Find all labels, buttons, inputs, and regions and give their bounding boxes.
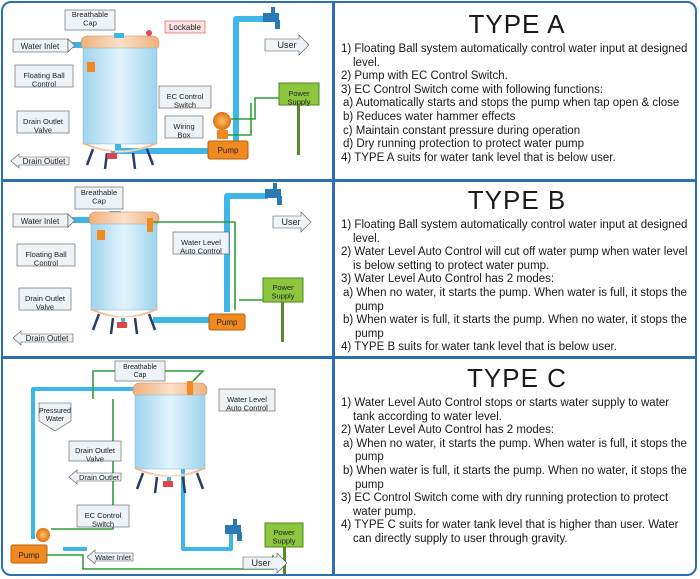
floating-ball-icon: [87, 62, 95, 72]
type-c-panel: TYPE C 1) Water Level Auto Control stops…: [341, 363, 693, 547]
type-b-title: TYPE B: [467, 185, 567, 215]
type-a-list: 1) Floating Ball system automatically co…: [341, 43, 693, 165]
ec-switch-icon: [213, 112, 231, 130]
tap-icon: [265, 183, 282, 205]
type-a-title: TYPE A: [468, 9, 566, 39]
list-item: 3) EC Control Switch come with dry runni…: [341, 492, 669, 518]
tap-icon: [225, 519, 242, 541]
gravity-pipe: [181, 469, 233, 551]
tank-base: [91, 308, 157, 318]
type-a-panel: TYPE A 1) Floating Ball system automatic…: [341, 9, 693, 165]
vertical-separator: [332, 3, 335, 574]
tank-base: [135, 467, 205, 477]
list-subitem: a) Automatically starts and stops the pu…: [343, 97, 680, 110]
user-riser-pipe: [224, 193, 268, 312]
label-lockable: Lockable: [169, 23, 202, 32]
pump-base: [10, 544, 48, 564]
list-item: 1) Floating Ball system automatically co…: [341, 43, 688, 69]
label-user: User: [251, 558, 270, 568]
label-pump: Pump: [218, 146, 239, 155]
list-item: 1) Floating Ball system automatically co…: [341, 219, 688, 245]
list-item: 2) Water Level Auto Control will cut off…: [341, 246, 688, 272]
label-drain-outlet: Drain Outlet: [23, 157, 66, 166]
list-subitem: b) When water is full, it starts the pum…: [343, 314, 687, 340]
tank-base: [83, 142, 157, 153]
list-subitem: c) Maintain constant pressure during ope…: [343, 124, 581, 137]
user-riser-pipe: [233, 16, 265, 145]
label-water-inlet: Water Inlet: [21, 217, 60, 226]
type-b-list: 1) Floating Ball system automatically co…: [341, 219, 693, 355]
label-pump: Pump: [19, 551, 40, 560]
list-item: 1) Water Level Auto Control stops or sta…: [341, 397, 670, 423]
list-subitem: b) When water is full, it starts the pum…: [343, 464, 687, 491]
label-user: User: [281, 217, 300, 227]
list-item: 2) Pump with EC Control Switch.: [341, 70, 508, 83]
power-supply-box: [262, 277, 304, 303]
label-drain-outlet: Drain Outlet: [26, 334, 69, 343]
list-subitem: a) When no water, it starts the pump. Wh…: [343, 286, 687, 313]
tank-body: [134, 394, 206, 470]
separator-b-c: [3, 356, 695, 359]
pump-base: [207, 140, 249, 160]
label-user: User: [277, 40, 296, 50]
label-pump: Pump: [217, 318, 238, 327]
type-c-title: TYPE C: [467, 363, 567, 393]
list-item: 4) TYPE C suits for water tank level tha…: [341, 519, 679, 545]
list-subitem: a) When no water, it starts the pump. Wh…: [343, 437, 687, 464]
list-item: 4) TYPE B suits for water tank level tha…: [341, 341, 617, 354]
lock-icon: [146, 30, 152, 36]
label-water-inlet: Water Inlet: [21, 42, 60, 51]
list-subitem: d) Dry running protection to protect wat…: [343, 138, 584, 151]
type-c-list: 1) Water Level Auto Control stops or sta…: [341, 397, 693, 547]
list-item: 4) TYPE A suits for water tank level tha…: [341, 151, 616, 164]
water-level-icon: [147, 218, 153, 232]
tap-icon: [263, 7, 280, 29]
label-water-inlet: Water Inlet: [95, 553, 132, 562]
separator-a-b: [3, 179, 695, 182]
floating-ball-icon: [97, 230, 105, 240]
wiring-box-icon: [217, 130, 228, 139]
list-item: 2) Water Level Auto Control has 2 modes:: [341, 424, 555, 437]
list-subitem: b) Reduces water hammer effects: [343, 110, 516, 123]
breather-icon: [114, 33, 124, 38]
water-level-icon: [187, 381, 193, 395]
ec-switch-icon: [36, 528, 50, 542]
label-drain-outlet: Drain Outlet: [79, 473, 120, 482]
pressured-pipe: [31, 387, 135, 539]
list-item: 3) Water Level Auto Control has 2 modes:: [341, 273, 555, 286]
list-item: 3) EC Control Switch come with following…: [341, 83, 604, 96]
tank-body: [82, 47, 158, 145]
type-b-panel: TYPE B 1) Floating Ball system automatic…: [341, 185, 693, 355]
pump-base: [208, 313, 246, 331]
